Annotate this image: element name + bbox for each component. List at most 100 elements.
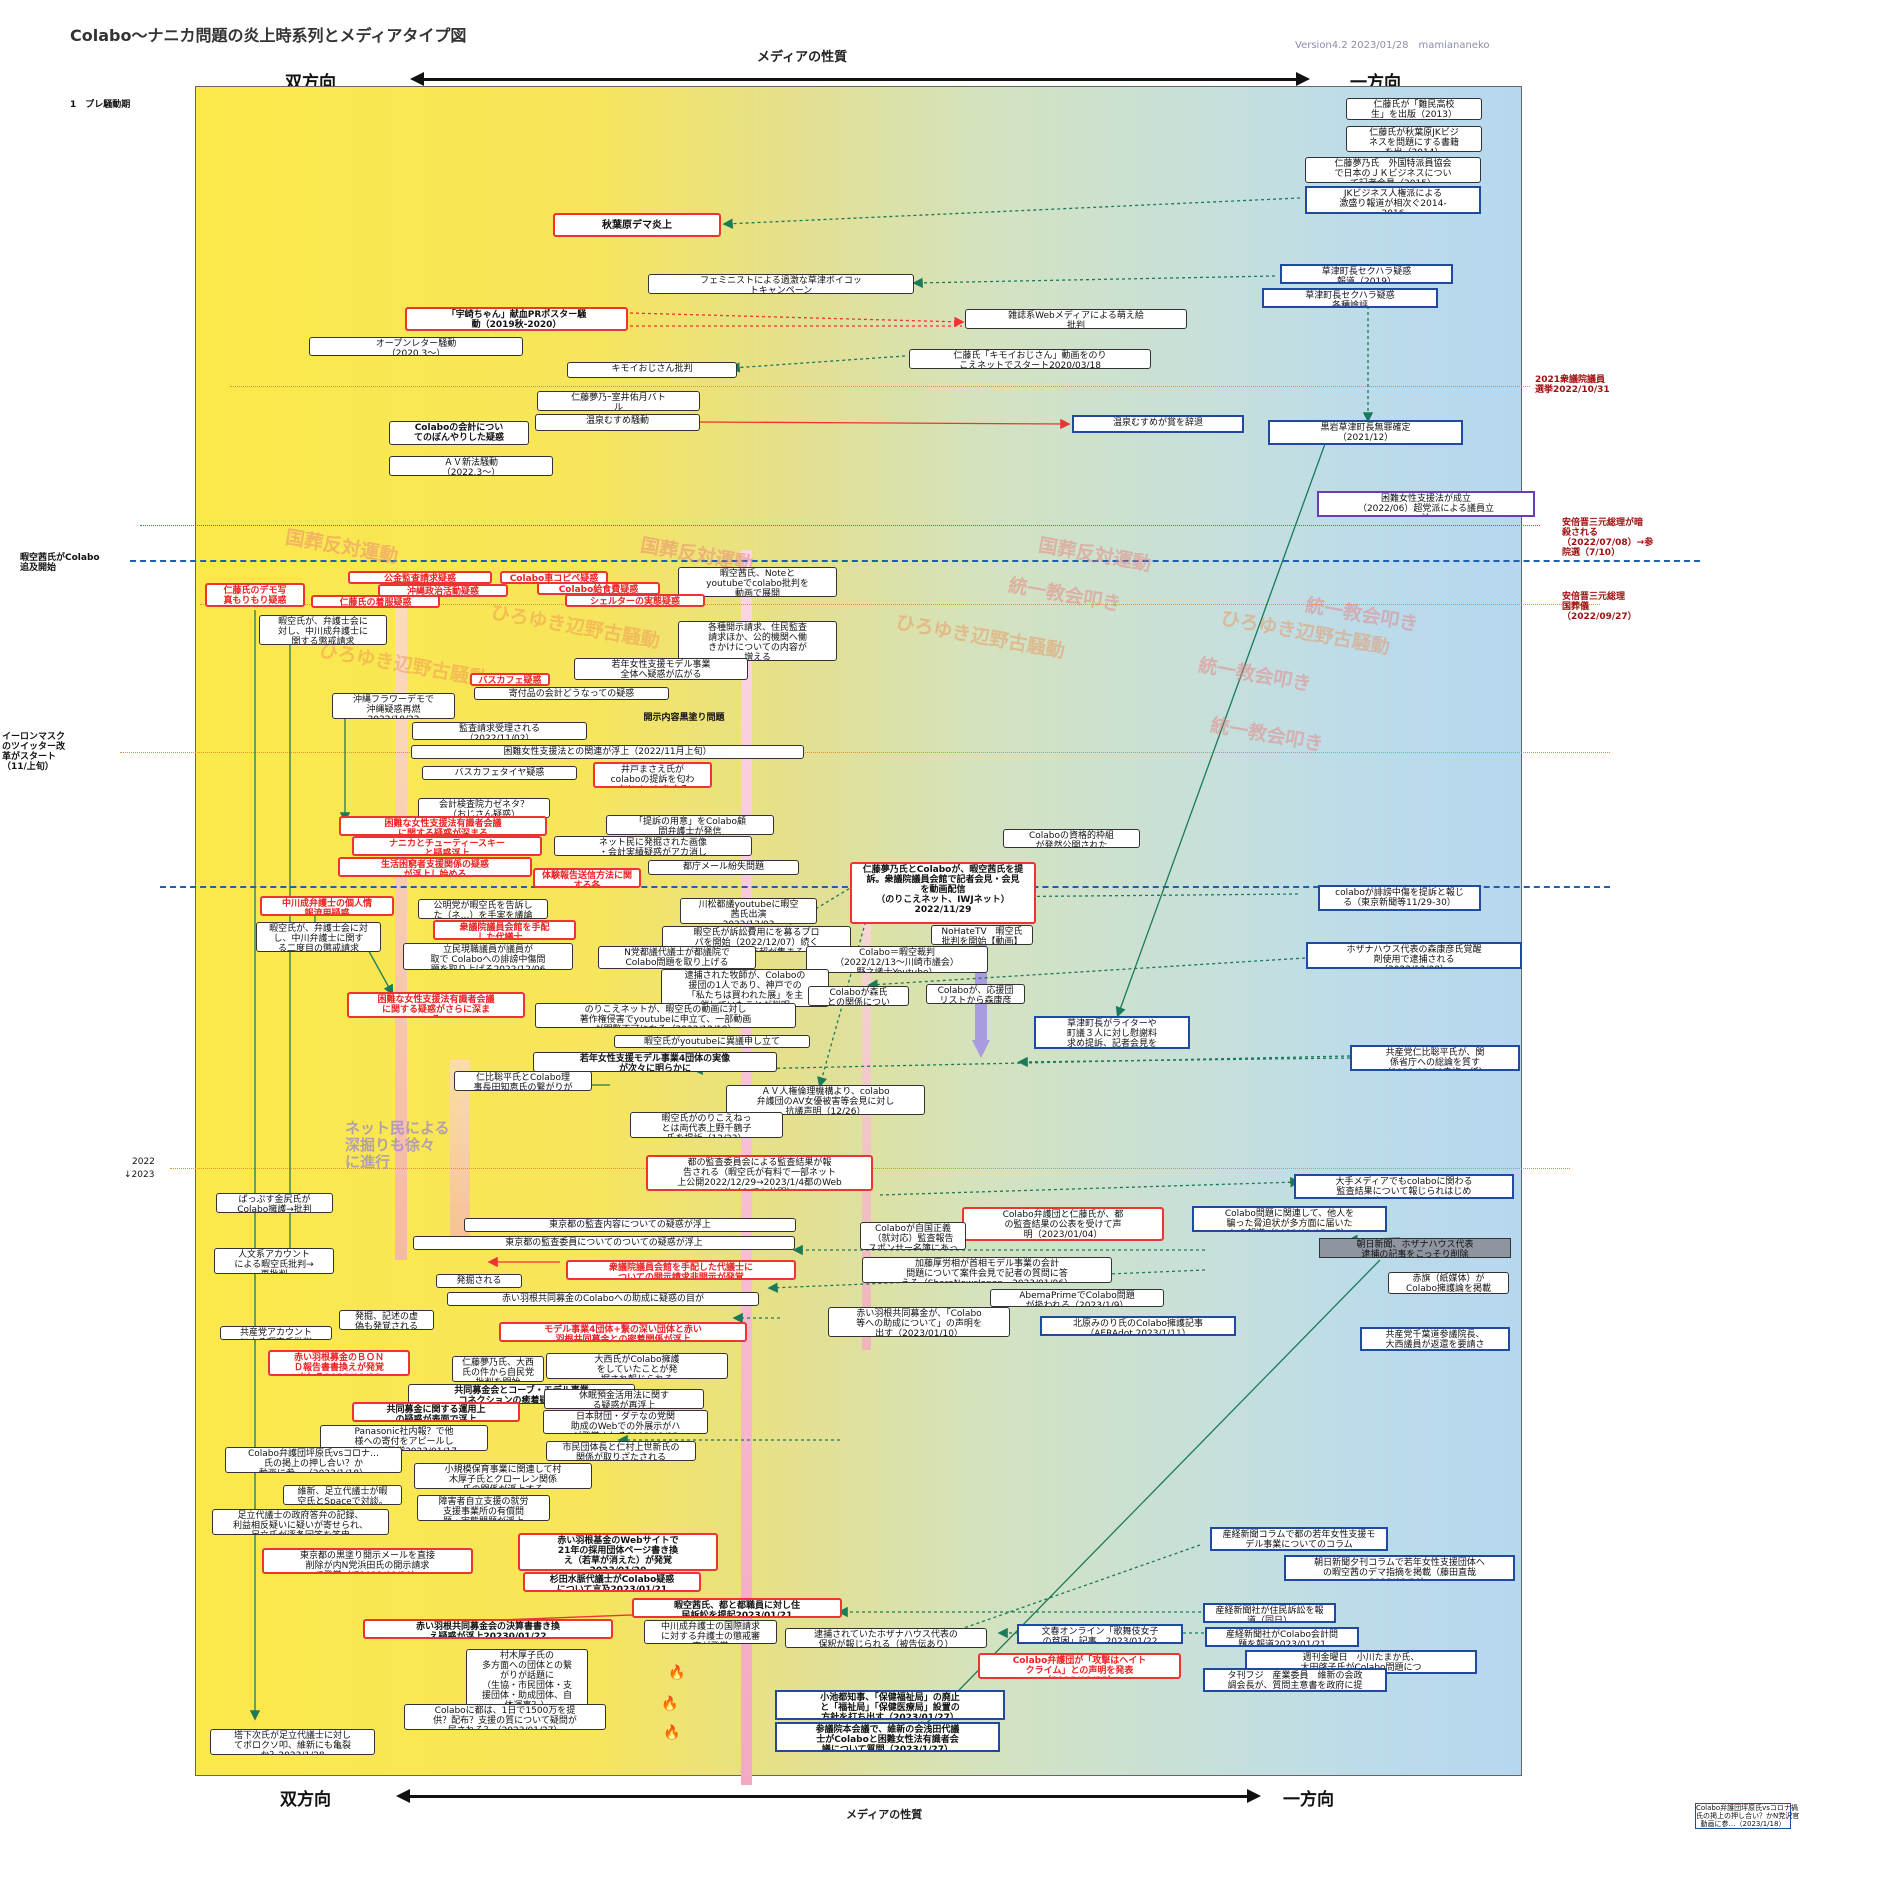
- event-box: N党都議代議士が都議院で Colabo問題を取り上げる 2022/12/06: [598, 946, 756, 969]
- event-box: 大西氏がColabo擁護 をしていたことが発 掘され報じられる: [546, 1353, 728, 1379]
- side-label-elon: イーロンマスク のツイッター改 革がスタート （11/上旬）: [2, 732, 66, 772]
- year-2022: 2022: [132, 1157, 155, 1167]
- event-box: 朝日新聞夕刊コラムで若年女性支援団体へ の暇空茜のデマ指摘を掲載（藤田直哉 20…: [1284, 1555, 1515, 1581]
- event-box: 仁藤夢乃氏とColaboが、暇空茜氏を提 訴。衆議院議員会館で記者会見・会見 を…: [850, 862, 1036, 924]
- event-box: 公明党が暇空氏を告訴し た（ネ…）を手実を議論: [418, 899, 548, 919]
- event-box: ホザナハウス代表の森康彦氏覚醒 剤使用で逮捕される （2022/12/08）: [1306, 942, 1522, 969]
- event-box: 暇空茜氏、都と都職員に対し住 民訴訟を提起2023/01/21: [632, 1598, 842, 1618]
- deep-dive-note: ネット民による 深掘りも徐々 に進行: [345, 1119, 450, 1171]
- event-box: 若年女性支援モデル事業4団体の実像 が次々に明らかに: [533, 1052, 777, 1072]
- event-box: シェルターの実態疑惑: [565, 594, 705, 607]
- event-box: 赤い羽根共同募金が、「Colabo 等への助成について」の声明を 出す（2023…: [828, 1307, 1010, 1337]
- event-box: 中川成弁護士の国際請求 に対する弁護士の懲戒審 査が発覚: [644, 1620, 777, 1644]
- event-box: Colaboが、応援団 リストから森康彦 氏を削除: [926, 984, 1025, 1004]
- event-box: 暇空氏が、弁護士会に対 し、中川弁護士に関す る二度目の懲戒請求: [256, 922, 381, 952]
- event-box: Colabo＝暇空裁判 （2022/12/13～川崎市議会） 野之議士Youtu…: [806, 946, 988, 973]
- line-state-funeral: [200, 604, 1600, 605]
- event-box: 産経新聞社がColabo会計問 題を報道2023/01/21: [1205, 1627, 1359, 1647]
- page-title: Colabo～ナニカ問題の炎上時系列とメディアタイプ図: [70, 26, 467, 45]
- event-box: のりこえネットが、暇空氏の動画に対し 著作権侵害でyoutubeに申立て、一部動…: [535, 1003, 796, 1028]
- event-box: 中川成弁護士の個人情 報流用疑惑: [260, 896, 394, 916]
- event-box: 赤い羽根基金のWebサイトで 21年の採用団体ページ書き換 え（若草が消えた）が…: [518, 1533, 718, 1571]
- arrowhead-right-top: [1296, 72, 1310, 86]
- line-election-2021: [230, 386, 1530, 387]
- event-box: 休眠預金活用法に関す る疑惑が再浮上: [544, 1389, 704, 1409]
- event-box: 加藤厚労相が首相モデル事業の会計 問題について案件会見で記者の質問に答 える（S…: [862, 1257, 1112, 1283]
- event-box: 維新、足立代議士が暇 空氏とSpaceで対談。: [283, 1485, 402, 1505]
- event-box: 「提訴の用意」をColabo顧 問弁護士が発信: [606, 815, 774, 835]
- event-box: 困難女性支援法との関連が浮上（2022/11月上旬）: [411, 745, 804, 759]
- dir-right-bottom: 一方向: [1283, 1790, 1334, 1810]
- event-box: 井戸まさえ氏が colaboの提訴を匂わ すツイートをする: [593, 762, 712, 788]
- event-box: 温泉むすめが賞を辞退: [1072, 415, 1244, 433]
- event-box: フェミニストによる過激な草津ボイコッ トキャンペーン: [648, 274, 914, 294]
- event-box: 産経新聞社が住民訴訟を報 道（同日）: [1203, 1603, 1336, 1623]
- event-box: 生活困窮者支援関係の疑惑 が浮上し始める: [338, 857, 532, 877]
- event-box: JKビジネス人権派による 激盛り報道が相次ぐ2014- 2016: [1305, 186, 1481, 214]
- event-box: 産経新聞コラムで都の若年女性支援モ デル事業についてのコラム 2023/01/2…: [1210, 1527, 1388, 1551]
- event-box: Colabo弁護団が「攻撃はヘイト クライム」との声明を発表 （2023/01/…: [978, 1653, 1181, 1679]
- event-box: 仁藤夢乃ｰ室井佑月バト ル: [537, 391, 700, 411]
- event-box: 沖縄政治活動疑惑: [378, 584, 508, 597]
- axis-title-top: メディアの性質: [757, 50, 848, 65]
- side-label-akishio: 暇空茜氏がColabo 追及開始: [20, 553, 100, 573]
- event-box: モデル事業4団体+繋の深い団体と赤い 羽根共同募金との密着関係が浮上: [499, 1322, 747, 1342]
- event-box: 仁比聡平氏とColabo理 事長田知恵氏の繋がりが 発掘される: [454, 1071, 592, 1091]
- event-box: オープンレター騒動 （2020.3～）: [309, 337, 523, 356]
- event-box: 川松都議youtubeに暇空 茜氏出演 2022/12/03: [680, 898, 817, 924]
- event-box: 小池都知事、「保健福祉局」の廃止 と「福祉局」「保健医療局」設置の 方針を打ち出…: [775, 1690, 1005, 1720]
- fire-icon: 🔥: [668, 1665, 686, 1681]
- event-box: 仁藤氏のデモ写 真もりもり疑惑: [205, 583, 305, 607]
- event-box: キモイおじさん批判: [567, 362, 737, 378]
- event-box: 仁藤氏「キモイおじさん」動画をのり こえネットでスタート2020/03/18: [909, 349, 1151, 369]
- year-2023: ↓2023: [124, 1170, 155, 1180]
- event-box: 秋葉原デマ炎上: [553, 213, 721, 237]
- side-label-state-funeral: 安倍晋三元総理 国葬儀 （2022/09/27）: [1562, 592, 1637, 622]
- event-box: 赤い羽根募金のＢＯＮ Ｄ報告書書換えが発覚 される2023/01/12: [268, 1350, 410, 1376]
- axis-title-bottom: メディアの性質: [846, 1808, 923, 1821]
- event-box: colaboが誹謗中傷を提訴と報じ る（東京新聞等11/29-30）: [1318, 885, 1481, 911]
- event-box: 東京都の監査委員についてのついての疑惑が浮上: [413, 1236, 795, 1250]
- event-box: 暇空茜氏、Noteと youtubeでcolabo批判を 動画で展開: [678, 567, 837, 597]
- line-akishio-start: [130, 560, 1700, 562]
- timeline-bar-left2: [450, 1060, 470, 1240]
- event-box: 逮捕された牧師が、Colaboの 援団の1人であり、神戸での 「私たちは買われた…: [661, 969, 829, 1007]
- event-box: 都庁メール紛失問題: [648, 860, 799, 875]
- event-box: ネット民に発掘された画像 ・会計実績疑惑がアカ消し: [554, 836, 752, 856]
- event-box: Colabo弁護団坪原氏vsコロナ… 氏の掲上の押し合い？か 動画に参…（202…: [225, 1447, 402, 1473]
- event-box: 困難な女性支援法有識者会議 に関する疑惑がさらに深ま る: [347, 992, 525, 1018]
- event-box: ＡＶ人権倫理機構より、colabo 弁護団のAV女優被害等会見に対し 抗議声明（…: [726, 1085, 925, 1115]
- event-box: 朝日新聞、ホザナハウス代表 逮捕の記事をこっそり削除: [1319, 1238, 1511, 1258]
- event-box: 大手メディアでもcolaboに関わる 監査結果について報じられはじめ る（202…: [1294, 1174, 1514, 1199]
- event-box: 寄付品の会計どうなっての疑惑: [474, 687, 669, 700]
- fire-icon: 🔥: [661, 1696, 679, 1712]
- event-box: 黒岩草津町長無罪確定 （2021/12）: [1268, 420, 1463, 445]
- purple-arrow-head: [972, 1040, 990, 1058]
- event-box: 共産党仁比聡平氏が、関 係省庁への総論を質す （2022/12/20赤旗 紙）: [1350, 1045, 1520, 1071]
- axis-arrow-top: [420, 78, 1300, 81]
- event-box: 市民団体長と仁村上世新氏の 関係が取りざたされる: [546, 1441, 696, 1461]
- event-box: 仁藤氏が「難民高校 生」を出版（2013）: [1346, 98, 1482, 120]
- fire-icon: 🔥: [663, 1725, 681, 1741]
- phase-label: 1 プレ騒動期: [70, 100, 131, 110]
- event-box: 草津町長セクハラ疑惑 各種論評: [1262, 288, 1438, 308]
- event-box: 暇空氏が、弁護士会に 対し、中川成弁護士に 関する懲戒請求: [259, 615, 387, 645]
- event-box: 衆議院議員会館を手配した代議士に ついての開示請求非開示が発覚: [566, 1260, 796, 1280]
- event-box: バスカフェタイヤ疑惑: [422, 766, 577, 780]
- dir-left-bottom: 双方向: [280, 1790, 331, 1810]
- timeline-bar-right: [862, 890, 871, 1350]
- event-box: 文春オンライン「歌舞伎女子 の貧困」記事 2023/01/22: [1017, 1624, 1183, 1644]
- event-box: 都の監査委員会による監査結果が報 告される（暇空氏が有料で一部ネット 上公開20…: [646, 1155, 873, 1191]
- event-box: 衆議院議員会館を手配 した代議士…: [433, 920, 576, 940]
- event-box: 発掘、記述の虚 偽も発覚される: [339, 1310, 434, 1330]
- event-box: 足立代議士の政府答弁の記録、 利益相反疑いに疑いが寄せられ、 足立氏が逐条回答を…: [212, 1509, 389, 1535]
- event-box: 小規模保育事業に関連して村 木厚子氏とクローレン関係 氏の関係が浮上する: [414, 1463, 592, 1489]
- event-box: 「宇崎ちゃん」献血PRポスター騒 動（2019秋-2020）: [405, 307, 628, 331]
- event-box: 障害者自立支援の就労 支援事業所の有償問 題・実態問題が浮上: [417, 1495, 550, 1521]
- event-box: 公金監査請求疑惑: [348, 571, 492, 584]
- event-box: 赤旗（紙媒体）が Colabo擁護論を掲載 （2023/01/07）: [1388, 1272, 1509, 1294]
- arrowhead-right-bottom: [1247, 1789, 1261, 1803]
- event-box: 各種開示請求、住民監査 請求ほか、公的機関へ働 きかけについての内容が 増える: [678, 621, 837, 661]
- event-box: 立民現職議員が議員が 取で Colaboへの誹謗中傷問 題を取り上げる2022/…: [403, 943, 573, 970]
